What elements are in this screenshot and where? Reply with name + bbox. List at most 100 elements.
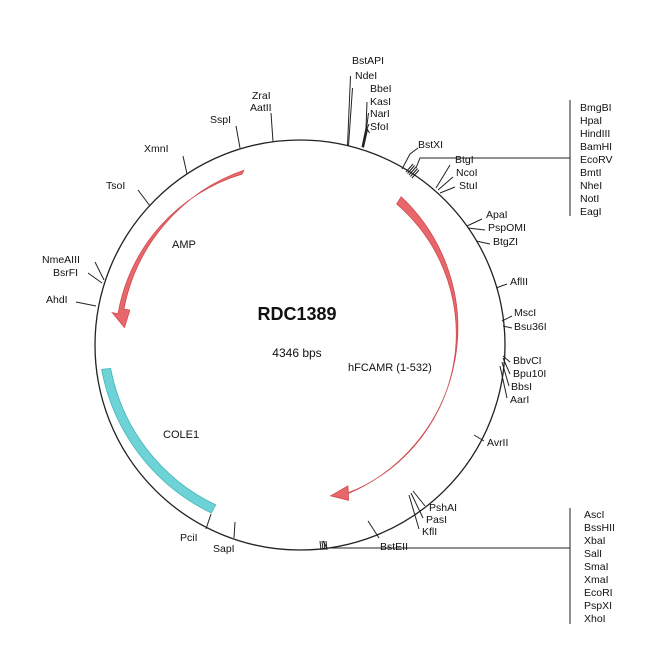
tick-bsu36i bbox=[502, 325, 513, 329]
tick-sapi bbox=[233, 521, 236, 539]
site-pspomi: PspOMI bbox=[488, 222, 526, 234]
site-tsoi: TsoI bbox=[106, 180, 125, 192]
feature-label-hfcamr: hFCAMR (1-532) bbox=[348, 362, 432, 374]
mcs-bottom-5: XmaI bbox=[584, 574, 609, 586]
site-aatii: AatII bbox=[250, 102, 272, 114]
tick-pspomi bbox=[467, 227, 486, 231]
mcs-top-8: EagI bbox=[580, 206, 602, 218]
mcs-top-2: HindIII bbox=[580, 128, 610, 140]
site-apai: ApaI bbox=[486, 209, 508, 221]
tick-bstxi bbox=[401, 147, 419, 170]
site-labels: BstAPI NdeI BbeI KasI NarI SfoI ZraI Aat… bbox=[42, 55, 547, 555]
site-stui: StuI bbox=[459, 180, 478, 192]
feature-amp-arrow bbox=[111, 169, 245, 329]
mcs-bottom-7: PspXI bbox=[584, 600, 612, 612]
site-pasi: PasI bbox=[426, 514, 447, 526]
tick-kfli bbox=[408, 494, 420, 530]
mcs-top-6: NheI bbox=[580, 180, 602, 192]
tick-bsteii bbox=[367, 520, 380, 539]
tick-tsoi bbox=[137, 189, 151, 207]
tick-aflii bbox=[495, 283, 508, 289]
tick-pshai bbox=[412, 490, 426, 507]
mcs-bottom-0: AscI bbox=[584, 509, 604, 521]
site-sfoi: SfoI bbox=[370, 121, 389, 133]
tick-msci bbox=[501, 315, 513, 322]
mcs-top-5: BmtI bbox=[580, 167, 602, 179]
site-kasi: KasI bbox=[370, 96, 391, 108]
tick-xmni bbox=[182, 155, 188, 175]
feature-label-cole1: COLE1 bbox=[163, 429, 199, 441]
site-kfli: KflI bbox=[422, 526, 437, 538]
tick-bbei bbox=[361, 101, 368, 148]
tick-zrai-aatii bbox=[270, 112, 274, 142]
tick-sspi bbox=[235, 125, 241, 149]
site-nmeaiii: NmeAIII bbox=[42, 254, 80, 266]
site-ahdi: AhdI bbox=[46, 294, 68, 306]
mcs-top-7: NotI bbox=[580, 193, 599, 205]
tick-pcii bbox=[205, 513, 212, 530]
mcs-bottom-1: BssHII bbox=[584, 522, 615, 534]
mcs-bottom-6: EcoRI bbox=[584, 587, 613, 599]
mcs-bottom-labels: AscI BssHII XbaI SalI SmaI XmaI EcoRI Ps… bbox=[584, 509, 615, 625]
site-ticks bbox=[75, 75, 513, 539]
plasmid-size: 4346 bps bbox=[272, 346, 321, 360]
tick-bpu10i bbox=[502, 357, 511, 375]
site-pshai: PshAI bbox=[429, 502, 457, 514]
mcs-bottom-2: XbaI bbox=[584, 535, 606, 547]
site-sspi: SspI bbox=[210, 114, 231, 126]
site-nari: NarI bbox=[370, 108, 390, 120]
plasmid-name: RDC1389 bbox=[257, 304, 336, 324]
site-msci: MscI bbox=[514, 307, 536, 319]
site-bbei: BbeI bbox=[370, 83, 392, 95]
site-bsu36i: Bsu36I bbox=[514, 321, 547, 333]
feature-cole1-block bbox=[101, 367, 217, 514]
site-bsrfi: BsrFI bbox=[53, 267, 78, 279]
site-xmni: XmnI bbox=[144, 143, 169, 155]
site-zrai: ZraI bbox=[252, 90, 271, 102]
mcs-top-cluster bbox=[405, 100, 571, 216]
tick-ndei bbox=[348, 87, 353, 146]
tick-sfoi bbox=[363, 128, 370, 148]
site-ndei: NdeI bbox=[355, 70, 377, 82]
tick-bstapi bbox=[347, 75, 351, 146]
site-avrii: AvrII bbox=[487, 437, 508, 449]
tick-nmeaiii bbox=[94, 261, 105, 281]
site-bbsi: BbsI bbox=[511, 381, 532, 393]
mcs-bottom-4: SmaI bbox=[584, 561, 609, 573]
mcs-top-0: BmgBI bbox=[580, 102, 612, 114]
site-aari: AarI bbox=[510, 394, 529, 406]
mcs-bottom-8: XhoI bbox=[584, 613, 606, 625]
tick-btgzi bbox=[475, 240, 491, 245]
tick-ahdi bbox=[75, 301, 97, 307]
tick-apai bbox=[466, 218, 483, 227]
feature-hfcamr-arrow bbox=[329, 196, 459, 501]
site-ncoi: NcoI bbox=[456, 167, 478, 179]
mcs-top-4: EcoRV bbox=[580, 154, 613, 166]
feature-label-amp: AMP bbox=[172, 239, 196, 251]
mcs-top-1: HpaI bbox=[580, 115, 602, 127]
tick-aari bbox=[499, 365, 508, 399]
tick-bsrfi bbox=[87, 272, 103, 284]
plasmid-backbone bbox=[94, 139, 506, 551]
site-pcii: PciI bbox=[180, 532, 198, 544]
tick-bbsi bbox=[501, 361, 510, 387]
site-bsteii: BstEII bbox=[380, 541, 408, 553]
site-aflii: AflII bbox=[510, 276, 528, 288]
tick-nari bbox=[362, 123, 370, 148]
site-btgzi: BtgZI bbox=[493, 236, 518, 248]
site-bbvci: BbvCI bbox=[513, 355, 542, 367]
site-sapi: SapI bbox=[213, 543, 235, 555]
tick-ncoi bbox=[437, 176, 454, 191]
tick-bbvci bbox=[502, 355, 511, 363]
tick-stui bbox=[439, 186, 456, 194]
mcs-bottom-3: SalI bbox=[584, 548, 602, 560]
tick-kasi bbox=[362, 112, 369, 148]
site-bpu10i: Bpu10I bbox=[513, 368, 546, 380]
site-bstxi: BstXI bbox=[418, 139, 443, 151]
mcs-top-labels: BmgBI HpaI HindIII BamHI EcoRV BmtI NheI… bbox=[580, 102, 613, 218]
site-btgi: BtgI bbox=[455, 154, 474, 166]
mcs-bottom-cluster bbox=[319, 508, 571, 624]
site-bstapi: BstAPI bbox=[352, 55, 384, 67]
